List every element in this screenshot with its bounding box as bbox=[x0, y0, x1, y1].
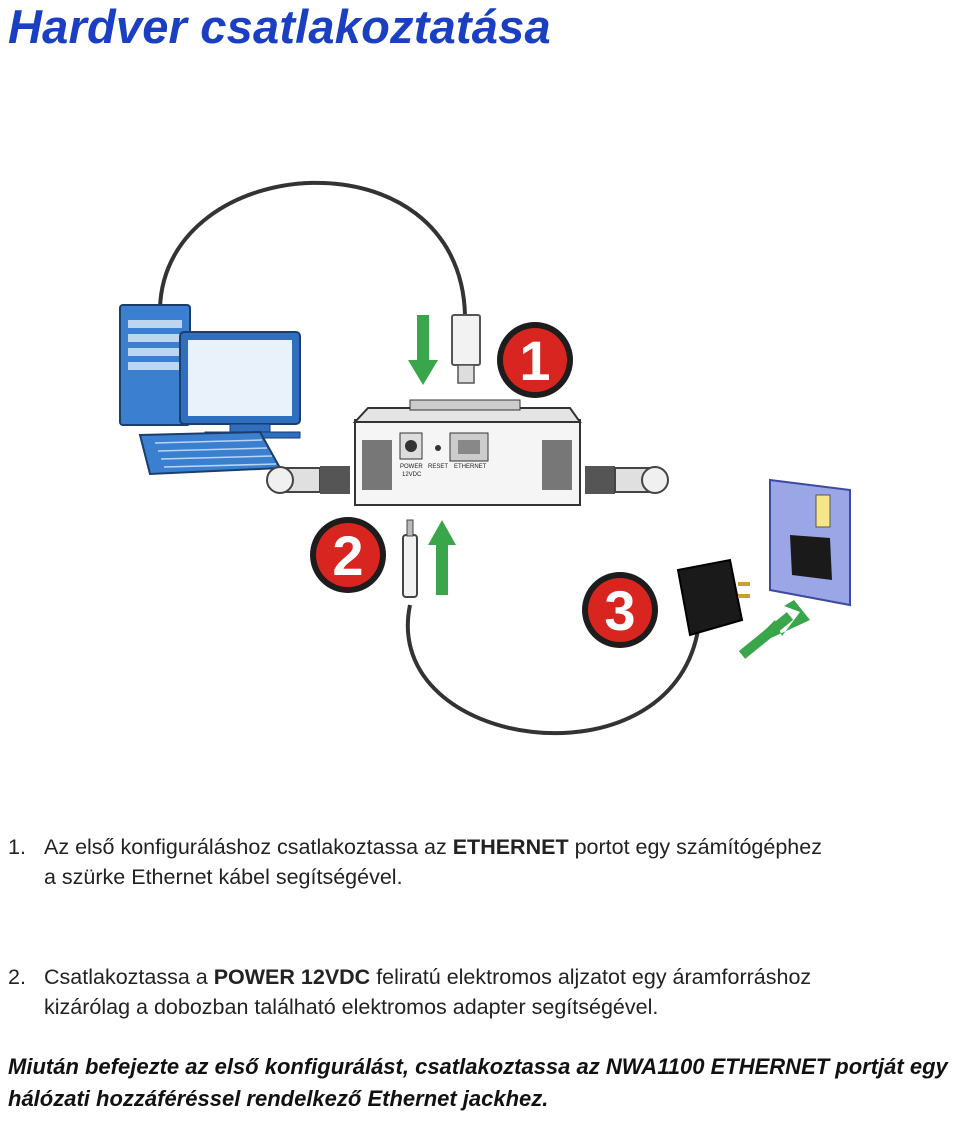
access-point-device: POWER 12VDC RESET ETHERNET bbox=[266, 399, 669, 506]
step-text: Az első konfiguráláshoz csatlakoztassa a… bbox=[44, 835, 453, 859]
instruction-step-1: 1. Az első konfiguráláshoz csatlakoztassa… bbox=[8, 832, 960, 892]
step-text-bold: POWER 12VDC bbox=[213, 965, 371, 989]
computer-icon bbox=[119, 304, 301, 476]
step-text: portot egy számítógéphez bbox=[568, 835, 822, 859]
power-plug-icon bbox=[402, 519, 418, 598]
power-port-label: POWER bbox=[400, 464, 423, 470]
step-text-line2: a szürke Ethernet kábel segítségével. bbox=[44, 865, 403, 889]
page-title: Hardver csatlakoztatása bbox=[8, 0, 551, 53]
wall-outlet-icon bbox=[769, 478, 851, 607]
power-cable bbox=[405, 604, 700, 736]
final-note: Miután befejezte az első konfigurálást, … bbox=[8, 1054, 948, 1111]
ethernet-cable bbox=[158, 180, 467, 316]
power-port-sublabel: 12VDC bbox=[402, 472, 422, 478]
step-text-line2: kizárólag a dobozban található elektromo… bbox=[44, 995, 659, 1019]
reset-label: RESET bbox=[428, 464, 448, 470]
badge-2: 2 bbox=[310, 517, 386, 593]
hardware-connection-diagram: 1 POWER 12VDC RESET ETHERNET 2 bbox=[119, 180, 851, 736]
ethernet-port-label: ETHERNET bbox=[454, 464, 487, 470]
power-adapter-icon bbox=[676, 558, 750, 637]
up-arrow-icon bbox=[428, 520, 456, 595]
step-number: 1. bbox=[8, 835, 26, 859]
step-badge-1: 1 bbox=[497, 322, 573, 398]
instruction-step-2: 2. Csatlakoztassa a POWER 12VDC feliratú … bbox=[8, 962, 960, 1022]
step-number: 2. bbox=[8, 965, 26, 989]
badge-3: 3 bbox=[582, 572, 658, 648]
step-number-2: 2 bbox=[332, 524, 363, 587]
down-arrow-icon bbox=[408, 315, 438, 385]
step-number-1: 1 bbox=[519, 329, 550, 392]
ethernet-plug-icon bbox=[451, 314, 481, 384]
step-text: feliratú elektromos aljzatot egy áramfor… bbox=[370, 965, 812, 989]
step-text: Csatlakoztassa a bbox=[44, 965, 214, 989]
step-text-bold: ETHERNET bbox=[452, 835, 569, 859]
diagonal-arrow-icon bbox=[738, 600, 810, 659]
step-number-3: 3 bbox=[604, 579, 635, 642]
